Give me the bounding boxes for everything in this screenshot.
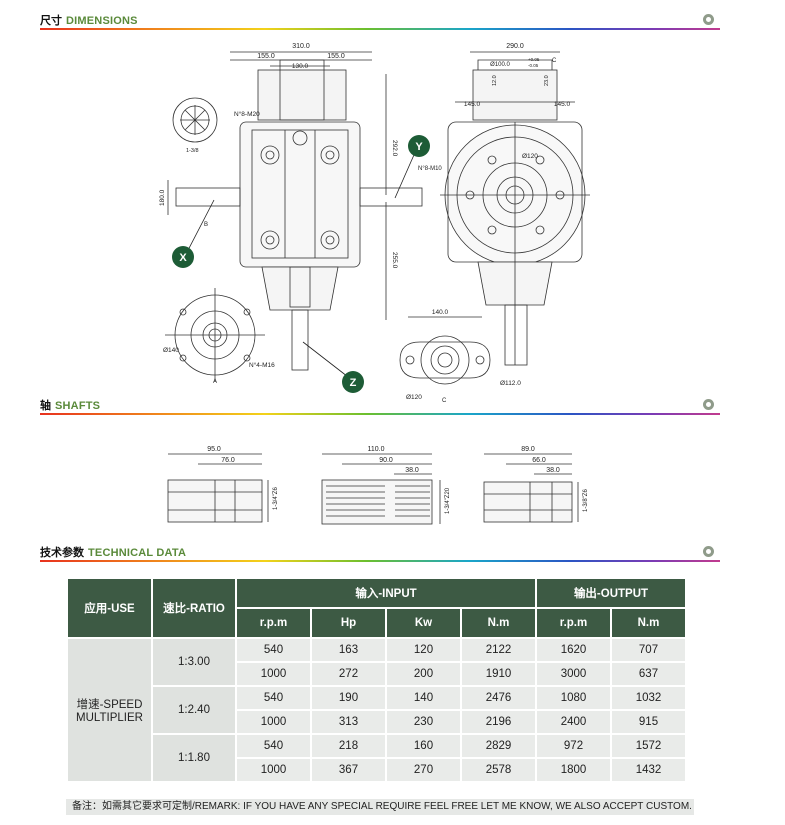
- label-c: C: [442, 398, 447, 404]
- technical-data-table: 应用-USE 速比-RATIO 输入-INPUT 输出-OUTPUT r.p.m…: [66, 577, 687, 783]
- subheader-out-nm: N.m: [612, 609, 685, 637]
- subheader-in-hp: Hp: [312, 609, 385, 637]
- shaft-3-spec: 1-3/8"Z6: [583, 489, 589, 512]
- dim-left-height: 180.0: [159, 189, 166, 206]
- subheader-in-kw: Kw: [387, 609, 460, 637]
- dim-side-12: 12.0: [492, 75, 498, 86]
- dim-half-left: 155.0: [257, 53, 275, 60]
- marker-x-label: X: [179, 252, 187, 264]
- subheader-in-nm: N.m: [462, 609, 535, 637]
- shaft-2-short: 38.0: [405, 467, 419, 474]
- divider-rainbow: [40, 560, 720, 562]
- dim-height-lower: 255.0: [391, 252, 398, 269]
- shaft-2-mid: 90.0: [379, 457, 393, 464]
- dim-height-upper: 292.0: [391, 140, 398, 157]
- shaft-1-spec: 1-3/4"Z6: [273, 487, 279, 510]
- section-dot-icon: [703, 399, 714, 410]
- dim-side-tol-lower: -0.05: [528, 63, 539, 68]
- shaft-3-total: 89.0: [521, 446, 535, 453]
- ratio-cell: 1:3.00: [153, 639, 235, 685]
- marker-x-icon: [172, 246, 194, 268]
- ratio-cell: 1:2.40: [153, 687, 235, 733]
- section-dot-icon: [703, 14, 714, 25]
- dim-flange: 130.0: [292, 63, 309, 70]
- header-ratio: 速比-RATIO: [153, 579, 235, 637]
- dim-side-dia-top: Ø100.0: [490, 62, 510, 68]
- dim-half-right: 155.0: [327, 53, 345, 60]
- marker-z-label: Z: [350, 377, 357, 389]
- header-input: 输入-INPUT: [237, 579, 535, 607]
- label-arrow-b: B: [204, 222, 208, 228]
- shaft-2-spec: 1-3/4"Z20: [445, 487, 451, 514]
- divider-rainbow: [40, 413, 720, 415]
- dim-side-left: 145.0: [464, 101, 481, 108]
- dim-bolt-bottom: N°4-M16: [249, 361, 275, 369]
- shaft-1-total: 95.0: [207, 446, 221, 453]
- marker-y-icon: [408, 135, 430, 157]
- shaft-2-total: 110.0: [368, 446, 385, 453]
- use-cell: 增速-SPEED MULTIPLIER: [68, 639, 151, 781]
- dim-bottom-base: Ø120: [406, 394, 422, 401]
- dim-side-23: 23.0: [544, 75, 550, 86]
- label-a: A: [213, 379, 217, 385]
- shaft-3-short: 38.0: [546, 467, 560, 474]
- dim-dia-bottom: Ø140: [163, 347, 179, 354]
- subheader-in-rpm: r.p.m: [237, 609, 310, 637]
- dim-shaft-small: 1-3/8: [186, 148, 199, 154]
- header-use: 应用-USE: [68, 579, 151, 637]
- divider-rainbow: [40, 28, 720, 30]
- dim-side-bolt: N°8-M10: [418, 166, 442, 172]
- dim-side-right: 145.0: [554, 101, 571, 108]
- marker-y-label: Y: [415, 141, 423, 153]
- dim-bottom-width: 140.0: [432, 309, 449, 316]
- shaft-1-mid: 76.0: [221, 457, 235, 464]
- dim-overall-width: 310.0: [292, 43, 310, 50]
- dim-side-width: 290.0: [506, 43, 524, 50]
- dim-bolt-top: N°8-M20: [234, 110, 260, 118]
- label-arrow-c: C: [552, 58, 557, 64]
- shaft-drawings: 95.0 76.0 1-3/4"Z6 110.0 90.0 38.0 1-3/4…: [167, 446, 589, 525]
- remark-note: 备注：如需其它要求可定制/REMARK: IF YOU HAVE ANY SPE…: [66, 799, 694, 815]
- dimension-drawing: 310.0 155.0 155.0 130.0 N°8-M20 292.0 25…: [159, 43, 590, 404]
- dim-bottom-shaft: Ø112.0: [500, 380, 521, 387]
- marker-z-icon: [342, 371, 364, 393]
- ratio-cell: 1:1.80: [153, 735, 235, 781]
- shaft-3-mid: 66.0: [532, 457, 546, 464]
- subheader-out-rpm: r.p.m: [537, 609, 610, 637]
- section-dot-icon: [703, 546, 714, 557]
- header-output: 输出-OUTPUT: [537, 579, 685, 607]
- dim-side-tol-upper: +0.05: [528, 57, 540, 62]
- dim-side-flange: Ø120: [522, 153, 538, 160]
